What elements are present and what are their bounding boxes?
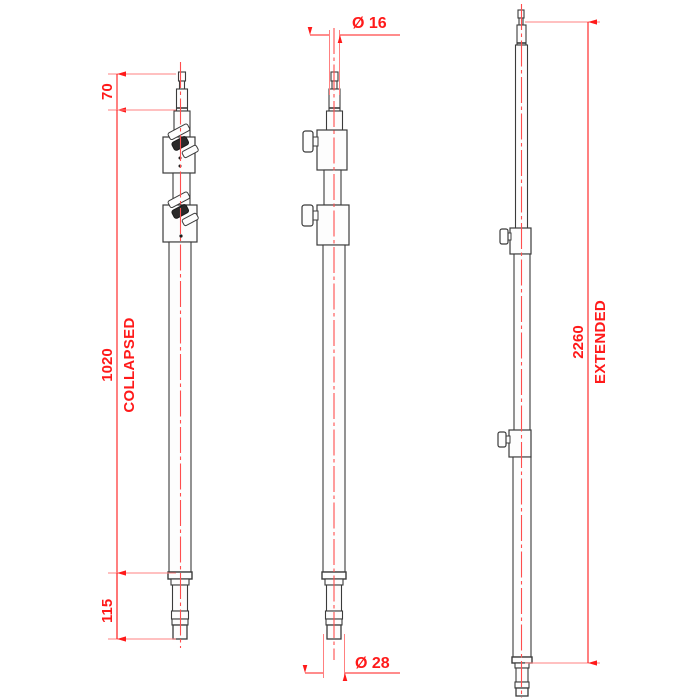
dim-label-2260: 2260 — [570, 325, 587, 358]
side-pole-geometry — [301, 71, 350, 640]
side-mid-tube-lower — [323, 169, 342, 206]
collapsed-pole-geometry — [162, 71, 199, 640]
extended-view: 2260 EXTENDED — [497, 4, 609, 698]
view-label-extended: EXTENDED — [592, 300, 609, 384]
view-label-collapsed: COLLAPSED — [121, 317, 138, 412]
ext-clamp-knob-lower-icon — [497, 431, 511, 448]
ext-clamp-collar-upper — [509, 227, 532, 255]
ext-clamp-collar-lower — [508, 429, 532, 458]
side-view: Ø 16 Ø 28 — [301, 15, 400, 681]
collapsed-view: 70 1020 COLLAPSED 115 — [99, 62, 199, 648]
clamp-knob-lower-icon — [301, 204, 319, 227]
extended-pole-geometry — [497, 9, 533, 697]
dim-label-d16: Ø 16 — [352, 15, 387, 32]
dim-label-115: 115 — [99, 599, 116, 623]
top-tip-cap — [177, 71, 187, 82]
dim-2260 — [525, 21, 600, 664]
side-clamp-collar-lower — [316, 204, 350, 246]
dim-label-70: 70 — [99, 83, 116, 100]
dim-label-d28: Ø 28 — [355, 655, 390, 672]
side-clamp-collar-upper — [316, 129, 348, 171]
dim-115 — [108, 572, 176, 640]
clamp-knob-upper-icon — [302, 130, 319, 153]
clamp-lever-upper-icon — [167, 123, 199, 159]
dim-d16 — [307, 27, 400, 95]
dim-1020 — [108, 109, 176, 640]
collar-lower-pin-1 — [179, 234, 183, 238]
dim-label-1020: 1020 — [99, 348, 116, 381]
dim-d28 — [302, 634, 400, 681]
ext-clamp-knob-upper-icon — [499, 228, 512, 245]
dim-70 — [108, 73, 176, 111]
